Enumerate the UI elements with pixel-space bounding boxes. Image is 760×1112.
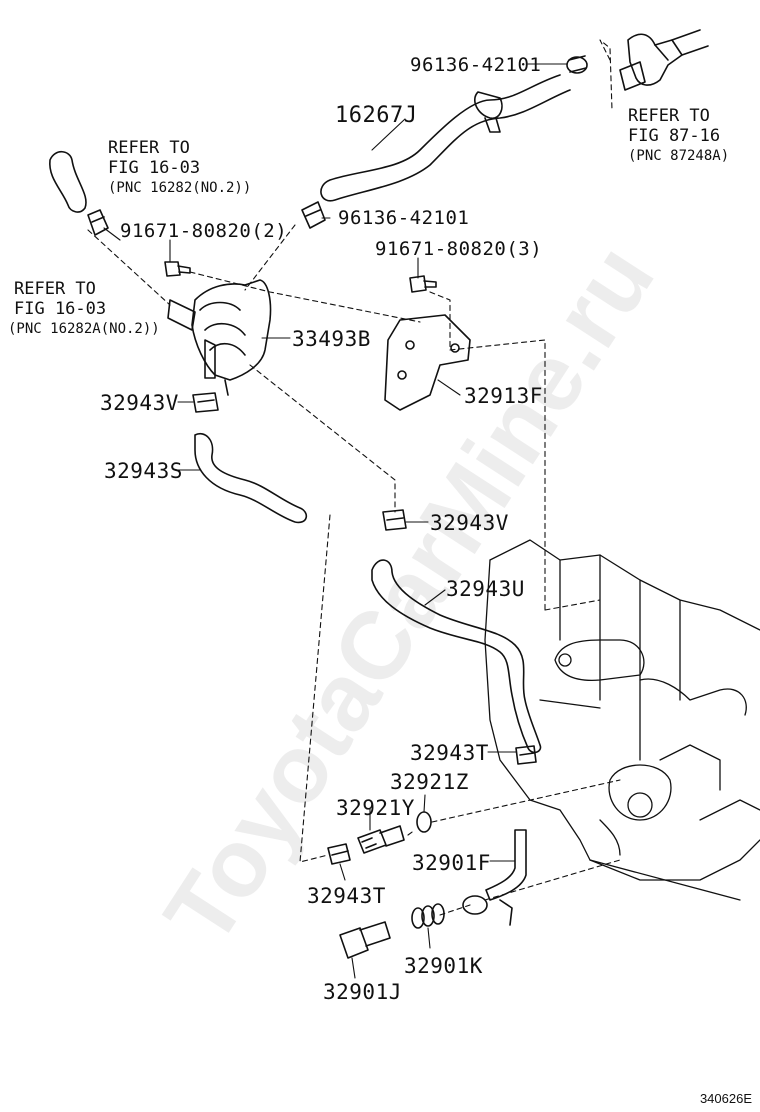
hose-32943U-drawing <box>371 559 542 754</box>
part-label-32921Y: 32921Y <box>336 796 415 820</box>
clamp-32943T-b-drawing <box>327 843 351 865</box>
reference-line: FIG 16-03 <box>108 158 201 178</box>
part-label-32943S: 32943S <box>104 459 183 483</box>
part-label-32901J: 32901J <box>323 980 402 1004</box>
reference-line: FIG 16-03 <box>14 299 107 319</box>
gasket-32901K-drawing <box>411 903 445 929</box>
hose-end-left-drawing <box>49 150 87 213</box>
clamp-32943V-a-drawing <box>192 392 219 413</box>
part-label-32943V-a: 32943V <box>100 391 179 415</box>
leader-lines <box>103 63 568 979</box>
reference-pnc: (PNC 16282A(NO.2)) <box>8 321 160 337</box>
reference-pnc: (PNC 87248A) <box>628 148 730 164</box>
reference-line: REFER TO <box>14 279 96 299</box>
part-label-32943U: 32943U <box>446 577 525 601</box>
part-label-32913F: 32913F <box>464 384 543 408</box>
part-label-32943V-b: 32943V <box>430 511 509 535</box>
union-bolt-32901J-drawing <box>339 921 391 959</box>
reference-note-fig-16-03-left: REFER TO FIG 16-03 (PNC 16282A(NO.2)) <box>8 279 160 339</box>
reference-note-fig-16-03-top: REFER TO FIG 16-03 (PNC 16282(NO.2)) <box>108 138 251 198</box>
clamp-32943V-b-drawing <box>382 509 407 531</box>
part-label-32921Z: 32921Z <box>390 770 469 794</box>
bolt-91671-3-drawing <box>409 275 437 293</box>
part-label-91671-80820-3: 91671-80820(3) <box>375 238 543 260</box>
reference-line: FIG 87-16 <box>628 126 721 146</box>
union-32921Y-drawing <box>357 825 405 854</box>
clamp-32943T-a-drawing <box>515 745 537 765</box>
pipe-32901F-drawing <box>462 829 527 926</box>
part-label-16267J: 16267J <box>335 103 418 128</box>
hose-32943S-drawing <box>194 433 308 524</box>
part-label-33493B: 33493B <box>292 327 371 351</box>
hose-16267J-drawing <box>320 74 571 202</box>
part-label-32943T-a: 32943T <box>410 741 489 765</box>
reference-pnc: (PNC 16282(NO.2)) <box>108 180 252 196</box>
reference-line: REFER TO <box>108 138 190 158</box>
oil-cooler-33493B-drawing <box>167 279 272 396</box>
reference-note-fig-87-16: REFER TO FIG 87-16 (PNC 87248A) <box>628 106 729 166</box>
gasket-32921Z-drawing <box>416 811 432 833</box>
part-label-96136-42101-top: 96136-42101 <box>410 54 542 76</box>
reference-line: REFER TO <box>628 106 710 126</box>
engine-block-drawing <box>484 539 760 901</box>
part-label-32901K: 32901K <box>404 954 483 978</box>
part-label-96136-42101-mid: 96136-42101 <box>338 207 470 229</box>
dashed-connection-lines <box>87 39 621 916</box>
water-valve-drawing <box>619 29 709 91</box>
bolt-91671-2-drawing <box>164 261 191 277</box>
part-label-91671-80820-2: 91671-80820(2) <box>120 220 288 242</box>
part-label-32901F: 32901F <box>412 851 491 875</box>
part-label-32943T-b: 32943T <box>307 884 386 908</box>
hose-clamp-top-drawing <box>566 55 588 74</box>
bracket-32913F-drawing <box>384 314 471 411</box>
hose-clamp-left-drawing <box>87 209 109 236</box>
figure-id: 340626E <box>699 1091 752 1106</box>
hose-clamp-mid-drawing <box>301 201 326 229</box>
